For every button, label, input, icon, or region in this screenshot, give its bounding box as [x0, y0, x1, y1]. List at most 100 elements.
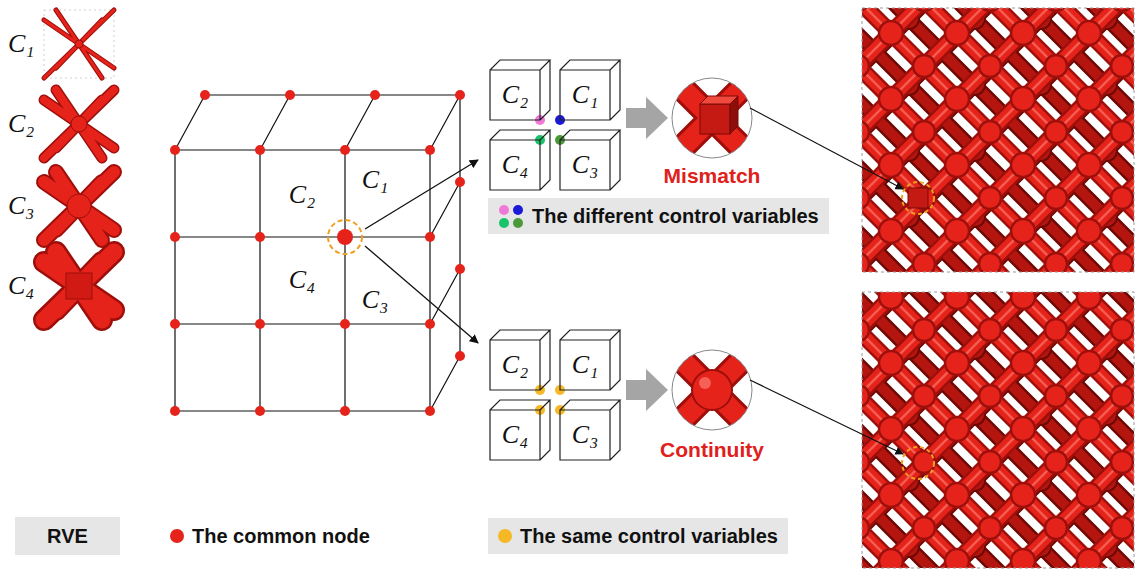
- cube-cell: C₄: [490, 400, 550, 460]
- legend-swatch: [498, 529, 512, 543]
- rve-figure: [44, 10, 114, 78]
- cube-outline: [490, 60, 550, 120]
- rve-figure: [44, 252, 114, 320]
- magnified-view: [672, 350, 752, 430]
- legend-dot: [513, 205, 523, 215]
- legend-dots: [498, 203, 524, 229]
- legend-dot: [513, 218, 523, 228]
- grid-cell: C₁: [345, 150, 430, 237]
- cube-outline: [490, 330, 550, 390]
- common-node-dot: [455, 264, 465, 274]
- rve-figure: [44, 252, 114, 320]
- magnified-view: [672, 350, 752, 430]
- cell-label: C₄: [502, 421, 528, 450]
- cell-grid: [175, 95, 460, 150]
- common-node-dot: [285, 90, 295, 100]
- legend-item: The different control variables: [488, 198, 829, 234]
- common-node-dot: [337, 229, 353, 245]
- rve-figure: [44, 90, 114, 158]
- cube-outline: [560, 60, 620, 120]
- status-label: Continuity: [660, 438, 764, 461]
- cube-outline: [560, 330, 620, 390]
- cell-label: C₂: [502, 351, 528, 380]
- cube-outline: [490, 400, 550, 460]
- common-node-dot: [170, 319, 180, 329]
- rve-box: RVE: [15, 517, 120, 555]
- common-node-dot: [255, 319, 265, 329]
- block-arrow: [626, 97, 668, 139]
- common-node-dot: [340, 319, 350, 329]
- rve-figure: [44, 90, 114, 158]
- figure-label: C₄: [8, 272, 34, 301]
- lattice-figure: [862, 8, 1134, 272]
- cube-cell: C₂: [490, 330, 550, 390]
- legend-dot: [499, 218, 509, 228]
- cube-cell: C₁: [560, 330, 620, 390]
- rve-figure: [71, 116, 87, 132]
- common-node-dot: [170, 145, 180, 155]
- common-node-dot: [455, 351, 465, 361]
- common-node-dot: [340, 145, 350, 155]
- rve-figure: [67, 194, 91, 218]
- figure-label: C₁: [8, 30, 34, 59]
- magnified-view: [699, 377, 711, 389]
- rve-figure: [66, 273, 92, 299]
- grid-cell: C₄: [260, 237, 345, 324]
- cube-outline: [560, 130, 620, 190]
- highlight-circle: [902, 447, 934, 479]
- rve-figure: [75, 40, 83, 48]
- lattice-figure: [862, 292, 1134, 568]
- magnified-view: [730, 96, 738, 134]
- magnified-view: [672, 78, 752, 158]
- lattice-figure: [862, 8, 1134, 272]
- magnified-view: [672, 78, 752, 158]
- cell-label: C₃: [572, 421, 598, 450]
- rve-figure: [44, 10, 114, 78]
- figure-label: C₃: [8, 192, 34, 221]
- common-node-dot: [255, 145, 265, 155]
- rve-figure: [44, 10, 114, 78]
- cube-outline: [560, 400, 620, 460]
- status-label: Mismatch: [664, 164, 761, 187]
- cube-cell: C₃: [560, 400, 620, 460]
- block-arrow: [626, 369, 668, 411]
- common-node-dot: [370, 90, 380, 100]
- legend-item: The common node: [160, 518, 380, 554]
- cube-outline: [490, 130, 550, 190]
- cell-label: C₄: [289, 266, 315, 295]
- cube-cell: C₁: [560, 60, 620, 120]
- cell-grid: [175, 95, 460, 411]
- magnified-view: [692, 370, 732, 410]
- cell-label: C₁: [572, 81, 598, 110]
- cell-label: C₃: [362, 286, 388, 315]
- cell-label: C₃: [572, 151, 598, 180]
- cube-cell: C₂: [490, 60, 550, 120]
- common-node-dot: [255, 406, 265, 416]
- grid-cell: C₂: [260, 150, 345, 237]
- cell-grid: [430, 95, 460, 411]
- legend-text: The different control variables: [532, 204, 819, 228]
- rve-figure: [44, 90, 114, 158]
- cube-cell: C₃: [560, 130, 620, 190]
- legend-text: The common node: [192, 524, 370, 548]
- rve-figure: [44, 10, 114, 78]
- grid-cell: C₃: [345, 237, 430, 324]
- leader-line: [750, 108, 903, 189]
- highlight-circle: [328, 220, 362, 254]
- magnifier-rim: [672, 350, 752, 430]
- common-node-dot: [425, 406, 435, 416]
- lattice-figure: [862, 292, 1134, 568]
- lattice-figure: [862, 8, 1134, 272]
- cell-label: C₂: [502, 81, 528, 110]
- common-node-dot: [200, 90, 210, 100]
- common-node-dot: [455, 177, 465, 187]
- rve-figure: [44, 172, 114, 240]
- highlight-circle: [902, 182, 934, 214]
- magnifier-rim: [672, 78, 752, 158]
- legend-swatch: [170, 529, 184, 543]
- magnified-view: [672, 78, 752, 158]
- lattice-figure: [862, 8, 1134, 272]
- leader-line: [750, 380, 903, 454]
- cube-cell: C₄: [490, 130, 550, 190]
